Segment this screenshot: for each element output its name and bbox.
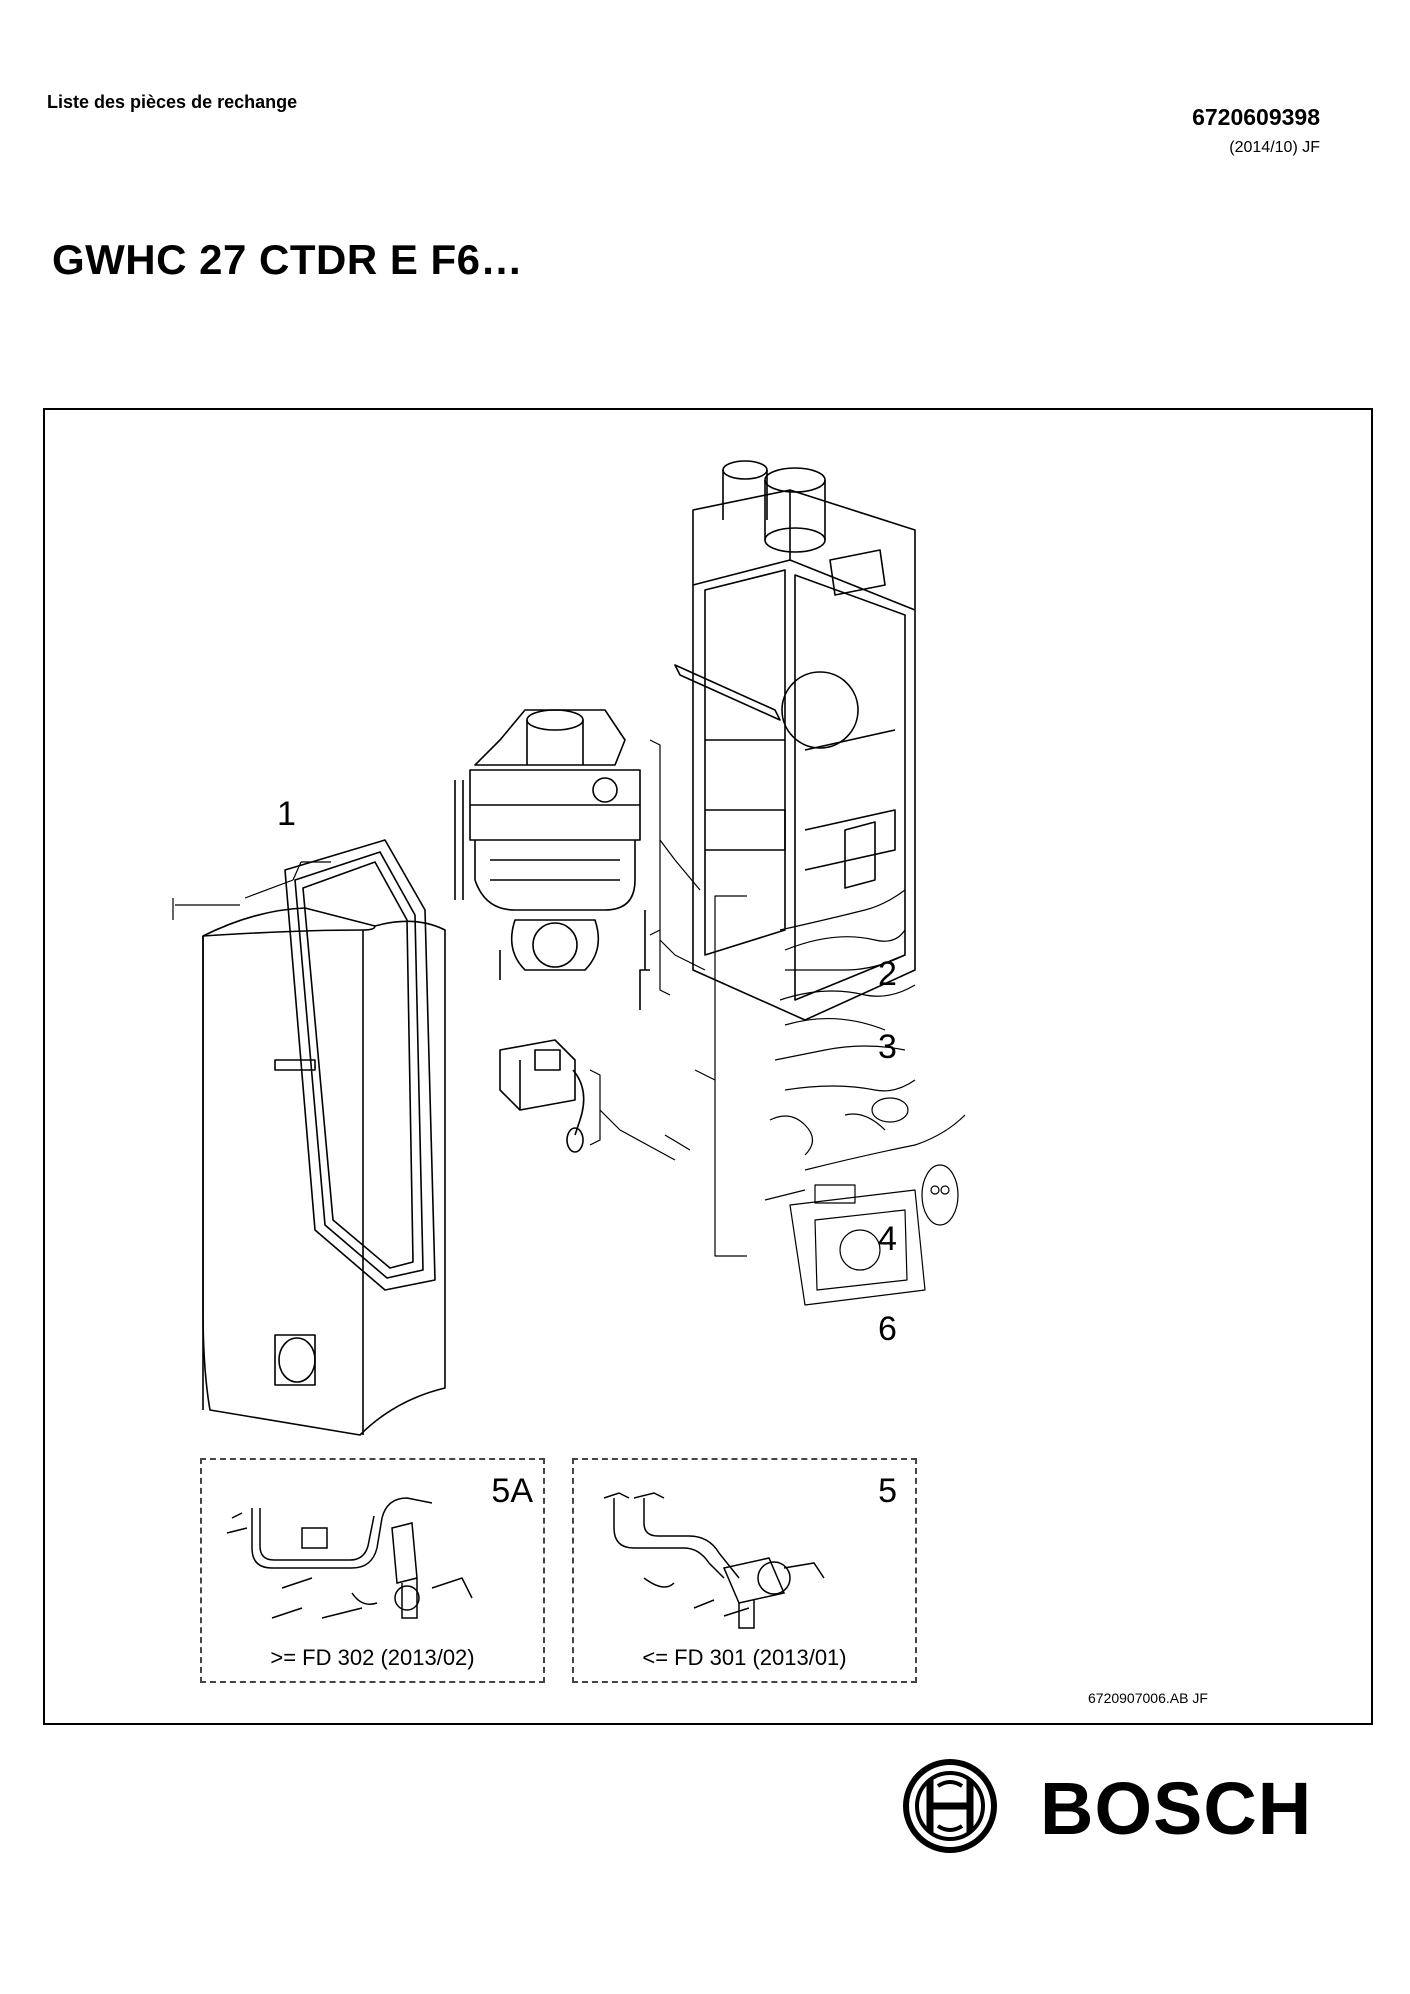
drawing-reference: 6720907006.AB JF bbox=[1088, 1690, 1208, 1706]
wiring-harness-illustration bbox=[694, 889, 966, 1306]
callout-6: 6 bbox=[878, 1310, 897, 1348]
callout-3: 3 bbox=[878, 1028, 897, 1066]
variant-box-5a: 5A >= FD 302 (2013/02) bbox=[200, 1458, 545, 1683]
document-type: Liste des pièces de rechange bbox=[47, 92, 298, 112]
page-title: GWHC 27 CTDR E F6… bbox=[52, 236, 524, 283]
variant-caption-5: <= FD 301 (2013/01) bbox=[642, 1645, 847, 1670]
brand-name: BOSCH bbox=[1040, 1767, 1313, 1850]
bosch-armature-logo-icon bbox=[903, 1759, 997, 1853]
front-casing-illustration bbox=[172, 861, 446, 1436]
variant-box-5: 5 <= FD 301 (2013/01) bbox=[572, 1458, 917, 1683]
boiler-chassis-illustration bbox=[674, 460, 916, 1021]
variant-label-5a: 5A bbox=[491, 1472, 533, 1510]
document-number: 6720609398 bbox=[1192, 104, 1320, 130]
heat-exchanger-illustration bbox=[454, 709, 706, 1010]
variant-label-5: 5 bbox=[878, 1472, 897, 1510]
hydraulic-group-5-illustration bbox=[603, 1492, 825, 1629]
exploded-view-frame: 1 2 3 4 6 5A >= FD 302 (2013/02) 5 <= FD bbox=[43, 408, 1373, 1725]
callout-1: 1 bbox=[277, 795, 296, 833]
exploded-view-drawing bbox=[172, 460, 966, 1436]
variant-caption-5a: >= FD 302 (2013/02) bbox=[270, 1645, 475, 1670]
callout-2: 2 bbox=[878, 955, 897, 993]
brand-block: BOSCH bbox=[900, 1756, 1330, 1856]
gas-valve-illustration bbox=[499, 1039, 676, 1161]
hydraulic-group-5a-illustration bbox=[226, 1497, 473, 1619]
callout-4: 4 bbox=[878, 1220, 897, 1258]
document-revision: (2014/10) JF bbox=[1229, 139, 1320, 156]
casing-gasket-illustration bbox=[284, 839, 436, 1291]
